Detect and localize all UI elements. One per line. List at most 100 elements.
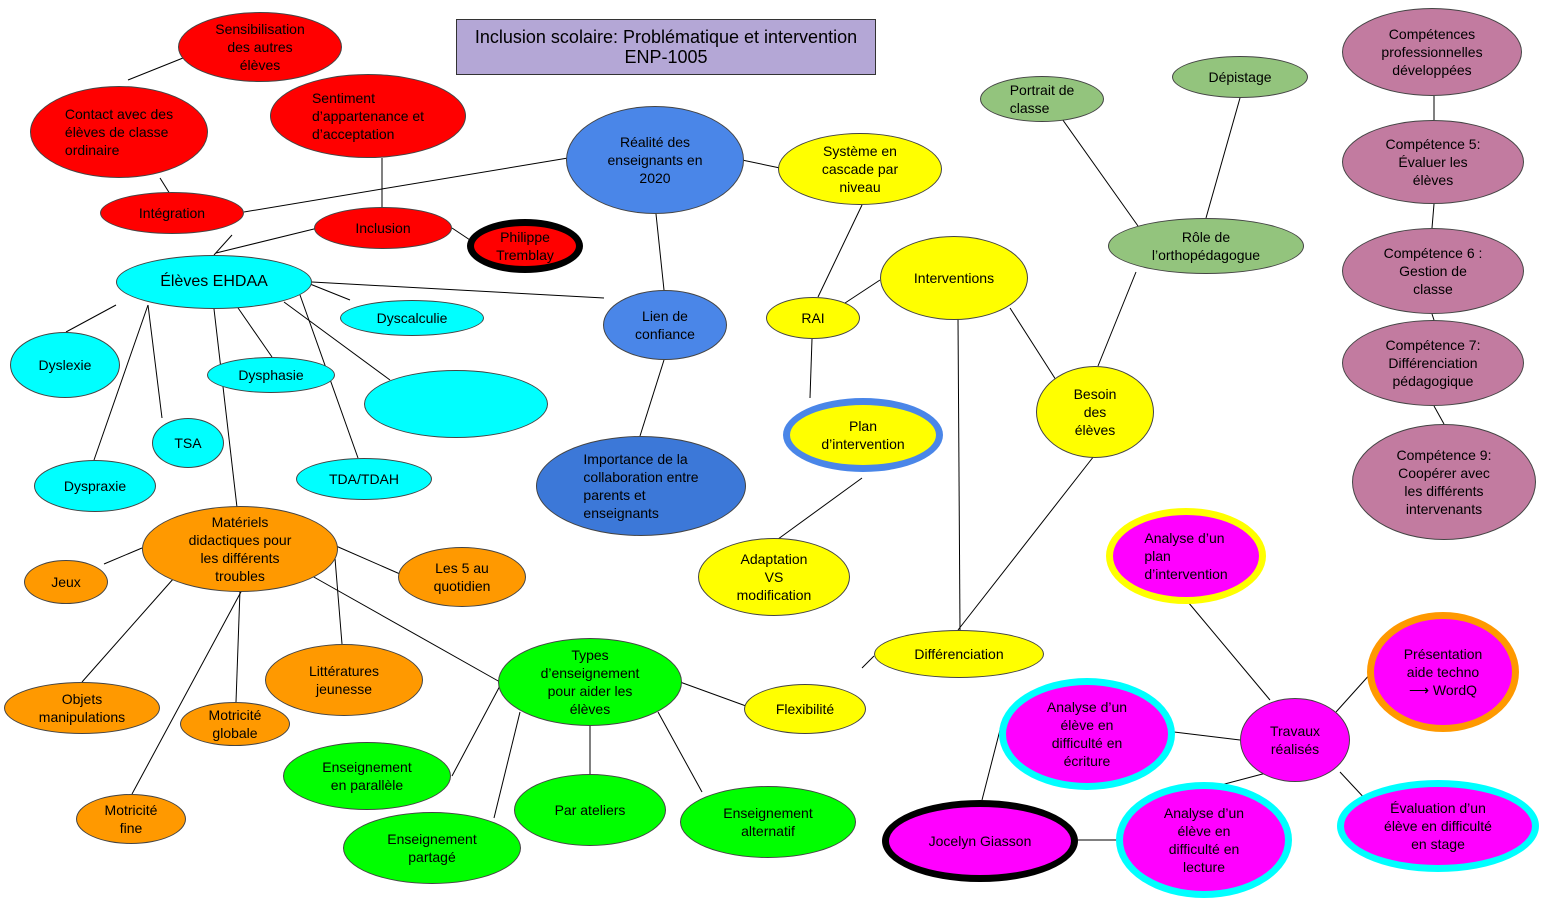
connector-line	[311, 281, 605, 299]
node-dysorthographie[interactable]	[364, 370, 548, 438]
node-importance-collaboration[interactable]: Importance de la collaboration entre par…	[536, 436, 746, 536]
node-enseignement-partage[interactable]: Enseignement partagé	[343, 812, 521, 884]
node-evaluation-stage[interactable]: Évaluation d’un élève en difficulté en s…	[1337, 780, 1539, 872]
connector-line	[981, 729, 1001, 801]
connector-line	[1097, 271, 1137, 367]
connector-line	[235, 304, 273, 358]
node-interventions[interactable]: Interventions	[880, 236, 1028, 320]
node-competence-7[interactable]: Compétence 7: Différenciation pédagogiqu…	[1342, 320, 1524, 406]
node-enseignement-alternatif[interactable]: Enseignement alternatif	[680, 786, 856, 858]
node-rai[interactable]: RAI	[766, 297, 860, 339]
connector-line	[809, 338, 813, 399]
node-les-5-au-quotidien[interactable]: Les 5 au quotidien	[398, 547, 526, 607]
connector-line	[65, 304, 117, 333]
node-inclusion[interactable]: Inclusion	[314, 207, 452, 249]
node-analyse-ecriture[interactable]: Analyse d’un élève en difficulté en écri…	[999, 678, 1175, 790]
node-sentiment[interactable]: Sentiment d’appartenance et d’acceptatio…	[270, 74, 466, 158]
connector-line	[451, 227, 471, 241]
connector-line	[1187, 601, 1271, 701]
connector-line	[309, 283, 351, 301]
map-title-line2: ENP-1005	[624, 47, 708, 67]
node-competence-9[interactable]: Compétence 9: Coopérer avec les différen…	[1352, 424, 1536, 540]
connector-line	[679, 681, 747, 707]
connector-line	[1205, 97, 1241, 219]
node-dyspraxie[interactable]: Dyspraxie	[34, 460, 156, 512]
connector-line	[639, 359, 665, 437]
node-besoin-eleves[interactable]: Besoin des élèves	[1036, 366, 1154, 458]
connector-line	[235, 589, 241, 703]
node-materiels-didactiques[interactable]: Matériels didactiques pour les différent…	[142, 506, 338, 592]
connector-line	[93, 304, 149, 461]
connector-line	[1173, 731, 1241, 741]
connector-line	[213, 234, 233, 256]
node-realite-enseignants[interactable]: Réalité des enseignants en 2020	[566, 106, 744, 214]
connector-line	[741, 159, 781, 169]
node-portrait-classe[interactable]: Portrait de classe	[980, 76, 1104, 122]
connector-line	[213, 308, 239, 517]
node-role-orthopedagogue[interactable]: Rôle de l’orthopédagogue	[1108, 218, 1304, 274]
node-motricite-globale[interactable]: Motricité globale	[180, 702, 290, 746]
node-eleves-ehdaa[interactable]: Élèves EHDAA	[116, 255, 312, 309]
node-competence-5[interactable]: Compétence 5: Évaluer les élèves	[1342, 120, 1524, 204]
node-travaux-realises[interactable]: Travaux réalisés	[1240, 698, 1350, 782]
map-title: Inclusion scolaire: Problématique et int…	[456, 19, 876, 75]
connector-line	[817, 204, 863, 298]
node-tsa[interactable]: TSA	[152, 418, 224, 468]
node-analyse-plan[interactable]: Analyse d’un plan d’intervention	[1106, 508, 1266, 604]
node-systeme-cascade[interactable]: Système en cascade par niveau	[778, 133, 942, 205]
connector-line	[957, 317, 961, 631]
node-plan-intervention[interactable]: Plan d’intervention	[783, 398, 943, 472]
connector-line	[283, 301, 391, 381]
connector-line	[147, 304, 163, 419]
node-types-enseignement[interactable]: Types d’enseignement pour aider les élèv…	[498, 638, 682, 726]
node-dyscalculie[interactable]: Dyscalculie	[340, 300, 484, 336]
node-adaptation-modification[interactable]: Adaptation VS modification	[698, 538, 850, 616]
node-flexibilite[interactable]: Flexibilité	[744, 684, 866, 734]
node-competences-developpees[interactable]: Compétences professionnelles développées	[1342, 8, 1522, 96]
connector-line	[311, 575, 501, 683]
node-presentation-wordq[interactable]: Présentation aide techno ⟶ WordQ	[1367, 612, 1519, 732]
node-analyse-lecture[interactable]: Analyse d’un élève en difficulté en lect…	[1116, 782, 1292, 898]
connector-line	[1335, 671, 1373, 713]
connector-line	[451, 681, 503, 777]
connector-line	[773, 477, 863, 543]
node-tda-tdah[interactable]: TDA/TDAH	[296, 458, 432, 500]
connector-line	[243, 157, 569, 213]
connector-line	[333, 545, 343, 645]
node-litteratures-jeunesse[interactable]: Littératures jeunesse	[265, 644, 423, 716]
node-competence-6[interactable]: Compétence 6 : Gestion de classe	[1342, 228, 1524, 314]
connector-line	[103, 547, 143, 565]
node-objets-manipulations[interactable]: Objets manipulations	[4, 682, 160, 734]
node-integration[interactable]: Intégration	[100, 192, 244, 234]
node-enseignement-parallele[interactable]: Enseignement en parallèle	[283, 742, 451, 810]
node-dysphasie[interactable]: Dysphasie	[207, 357, 335, 393]
node-differenciation[interactable]: Différenciation	[874, 630, 1044, 678]
connector-line	[1431, 203, 1435, 229]
node-par-ateliers[interactable]: Par ateliers	[514, 774, 666, 846]
connector-line	[493, 711, 521, 819]
node-dyslexie[interactable]: Dyslexie	[10, 332, 120, 398]
node-contact[interactable]: Contact avec des élèves de classe ordina…	[30, 86, 208, 178]
node-sensibilisation[interactable]: Sensibilisation des autres élèves	[178, 12, 342, 82]
node-philippe-tremblay[interactable]: Philippe Tremblay	[467, 219, 583, 273]
connector-line	[81, 577, 175, 683]
node-jocelyn-giasson[interactable]: Jocelyn Giasson	[882, 800, 1078, 882]
connector-line	[957, 455, 1095, 631]
node-motricite-fine[interactable]: Motricité fine	[76, 794, 186, 844]
node-lien-confiance[interactable]: Lien de confiance	[603, 290, 727, 360]
map-title-line1: Inclusion scolaire: Problématique et int…	[474, 27, 858, 47]
node-depistage[interactable]: Dépistage	[1172, 56, 1308, 98]
connector-line	[841, 279, 881, 306]
connector-line	[1433, 405, 1445, 425]
connector-line	[335, 545, 401, 575]
connector-line	[1059, 115, 1139, 227]
connector-line	[131, 589, 243, 795]
node-jeux[interactable]: Jeux	[24, 560, 108, 604]
connector-line	[215, 227, 319, 254]
connector-line	[861, 655, 875, 669]
connector-line	[1009, 307, 1057, 381]
connector-line	[657, 711, 703, 793]
connector-line	[655, 213, 665, 291]
